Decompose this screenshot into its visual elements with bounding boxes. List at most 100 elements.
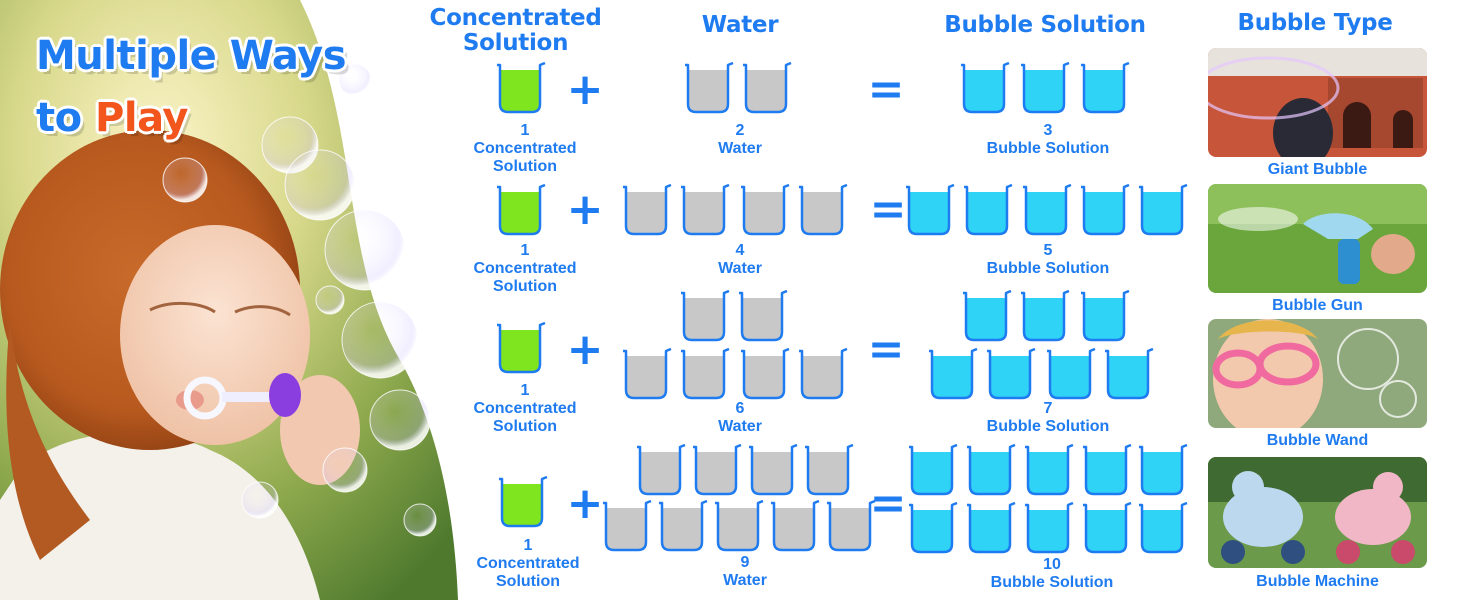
bubble-machine-image [1208, 457, 1427, 568]
concentrate-count: 1 [520, 122, 530, 139]
water-cup-icon [740, 348, 790, 402]
water-label: Water [718, 418, 762, 435]
bubble-machine-label: Bubble Machine [1256, 573, 1379, 590]
water-cup-icon [692, 444, 742, 498]
caption-water: 9 Water [655, 554, 835, 590]
solution-cup-icon [1024, 502, 1074, 556]
concentrate-count: 1 [520, 382, 530, 399]
solution-label: Bubble Solution [990, 574, 1114, 591]
solution-label: Bubble Solution [986, 140, 1110, 157]
caption-concentrate: 1 Concentrated Solution [435, 122, 615, 176]
water-count: 4 [735, 242, 745, 259]
water-cup-icon [798, 184, 848, 238]
solution-count: 5 [1043, 242, 1053, 259]
equals-sign: = [867, 324, 905, 375]
solution-cup-icon [1046, 348, 1096, 402]
equals-sign: = [869, 184, 907, 235]
concentrate-label: Concentrated Solution [473, 260, 577, 295]
concentrate-cup-icon [496, 62, 546, 116]
water-cup-icon [742, 62, 792, 116]
solution-cup-icon [966, 502, 1016, 556]
bubble-gun-label: Bubble Gun [1272, 297, 1363, 314]
solution-cup-icon [1082, 444, 1132, 498]
water-cup-icon [622, 184, 672, 238]
concentrate-cup-icon [498, 476, 548, 530]
header-concentrate: Concentrated Solution [429, 5, 602, 56]
headline-line-1: Multiple Ways [36, 33, 347, 79]
solution-cup-icon [960, 62, 1010, 116]
water-cup-icon [658, 500, 708, 554]
headline-prefix: to [36, 95, 82, 141]
solution-cup-icon [1020, 290, 1070, 344]
caption-water: 2 Water [650, 122, 830, 158]
solution-cup-icon [1138, 184, 1188, 238]
water-cup-icon [798, 348, 848, 402]
solution-cup-icon [905, 184, 955, 238]
caption-solution: 3 Bubble Solution [958, 122, 1138, 158]
caption-concentrate: 1 Concentrated Solution [438, 537, 618, 591]
water-cup-icon [714, 500, 764, 554]
concentrate-count: 1 [520, 242, 530, 259]
solution-cup-icon [1082, 502, 1132, 556]
solution-cup-icon [1020, 62, 1070, 116]
solution-count: 7 [1043, 400, 1053, 417]
concentrate-label: Concentrated Solution [473, 400, 577, 435]
water-label: Water [718, 140, 762, 157]
water-cup-icon [804, 444, 854, 498]
water-cup-icon [680, 348, 730, 402]
water-cup-icon [740, 184, 790, 238]
solution-cup-icon [1104, 348, 1154, 402]
concentrate-label: Concentrated Solution [476, 555, 580, 590]
solution-cup-icon [928, 348, 978, 402]
solution-cup-icon [966, 444, 1016, 498]
solution-cup-icon [962, 290, 1012, 344]
water-label: Water [723, 572, 767, 589]
solution-label: Bubble Solution [986, 260, 1110, 277]
giant-bubble-image [1208, 48, 1427, 157]
solution-cup-icon [1080, 62, 1130, 116]
photo-child-blowing-bubbles [0, 0, 460, 600]
bubble-gun-image [1208, 184, 1427, 293]
header-solution: Bubble Solution [944, 12, 1146, 38]
giant-bubble-label: Giant Bubble [1267, 161, 1368, 178]
caption-solution: 10 Bubble Solution [962, 556, 1142, 592]
plus-sign: + [566, 64, 604, 115]
equals-sign: = [867, 64, 905, 115]
concentrate-cup-icon [496, 184, 546, 238]
water-cup-icon [826, 500, 876, 554]
bubble-wand-label: Bubble Wand [1266, 432, 1369, 449]
water-count: 2 [735, 122, 745, 139]
headline-line-2: to Play [36, 98, 188, 138]
caption-concentrate: 1 Concentrated Solution [435, 382, 615, 436]
plus-sign: + [566, 478, 604, 529]
caption-water: 4 Water [650, 242, 830, 278]
headline-title: Multiple Ways [36, 33, 347, 79]
water-count: 9 [740, 554, 750, 571]
solution-count: 10 [1043, 556, 1061, 573]
solution-cup-icon [986, 348, 1036, 402]
solution-cup-icon [1024, 444, 1074, 498]
headline-accent: Play [95, 95, 188, 141]
water-count: 6 [735, 400, 745, 417]
plus-sign: + [566, 324, 604, 375]
water-cup-icon [738, 290, 788, 344]
solution-cup-icon [1080, 184, 1130, 238]
solution-count: 3 [1043, 122, 1053, 139]
header-bubble-type: Bubble Type [1237, 10, 1393, 36]
solution-cup-icon [963, 184, 1013, 238]
equals-sign: = [869, 478, 907, 529]
water-cup-icon [622, 348, 672, 402]
water-cup-icon [684, 62, 734, 116]
concentrate-count: 1 [523, 537, 533, 554]
concentrate-label: Concentrated Solution [473, 140, 577, 175]
solution-cup-icon [908, 444, 958, 498]
caption-solution: 5 Bubble Solution [958, 242, 1138, 278]
water-cup-icon [636, 444, 686, 498]
solution-label: Bubble Solution [986, 418, 1110, 435]
caption-water: 6 Water [650, 400, 830, 436]
solution-cup-icon [1080, 290, 1130, 344]
solution-cup-icon [1022, 184, 1072, 238]
caption-solution: 7 Bubble Solution [958, 400, 1138, 436]
bubble-wand-image [1208, 319, 1427, 428]
solution-cup-icon [1138, 502, 1188, 556]
